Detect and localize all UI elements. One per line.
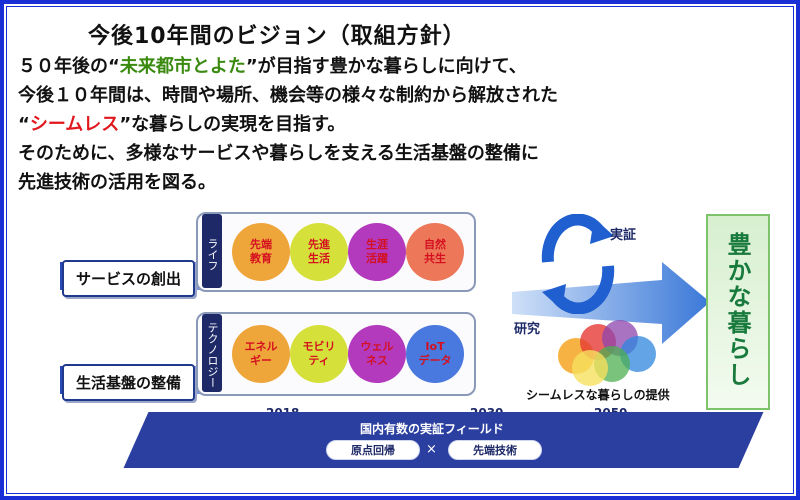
progress-arrow-icon [512,262,710,344]
city-name-highlight: 未来都市とよた [119,56,246,77]
tech-circle: モビリ ティ [290,325,348,383]
seamless-bubbles-graphic [558,320,658,386]
page-title: 今後10年間のビジョン（取組方針） [88,24,466,49]
intro-paragraph: ５０年後の“未来都市とよた”が目指す豊かな暮らしに向けて、 今後１０年間は、時間… [18,52,558,197]
page-inner-frame [6,6,794,494]
intro-line-1: ５０年後の“未来都市とよた”が目指す豊かな暮らしに向けて、 [18,56,527,77]
services-label: サービスの創出 [62,260,196,297]
field-title: 国内有数の実証フィールド [360,422,504,436]
pill-origin: 原点回帰 [326,440,420,460]
infra-label: 生活基盤の整備 [62,364,196,401]
life-circle: 生涯 活躍 [348,223,406,281]
tech-circle: IoT データ [406,325,464,383]
verification-label: 実証 [610,228,637,243]
pill-advanced-tech: 先端技術 [448,440,542,460]
goal-text: 豊かな暮らし [723,232,751,388]
intro-line-3: “シームレス”な暮らしの実現を目指す。 [18,114,346,135]
cycle-arrows-icon [541,214,615,314]
research-label: 研究 [514,322,541,337]
tech-circle: エネル ギー [232,325,290,383]
seamless-life-label: シームレスな暮らしの提供 [526,388,670,402]
life-circle: 先端 教育 [232,223,290,281]
intro-line-4: そのために、多様なサービスや暮らしを支える生活基盤の整備に [18,143,539,164]
tech-tag: テクノロジー [202,314,222,392]
life-circle: 先進 生活 [290,223,348,281]
life-tag: ライフ [202,214,222,288]
seamless-highlight: シームレス [29,114,120,135]
life-circle: 自然 共生 [406,223,464,281]
intro-line-2: 今後１０年間は、時間や場所、機会等の様々な制約から解放された [18,85,558,106]
intro-line-5: 先進技術の活用を図る。 [18,172,216,193]
times-symbol: × [426,442,437,457]
goal-box [706,214,770,410]
tech-circle: ウェル ネス [348,325,406,383]
